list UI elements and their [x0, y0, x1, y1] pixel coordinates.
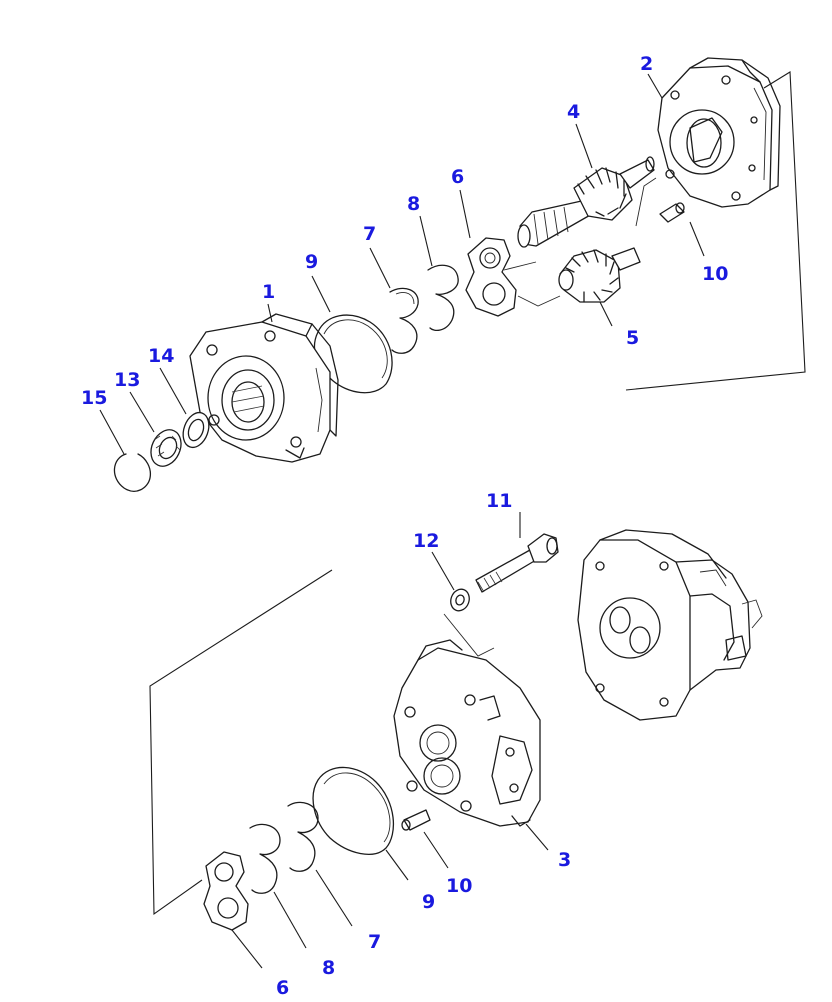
label-part-2: 2 — [640, 53, 653, 75]
label-part-8-upper: 8 — [407, 193, 420, 215]
part-8-backup-ring-lower — [249, 823, 281, 894]
label-part-6-lower: 6 — [276, 977, 289, 999]
label-part-8-lower: 8 — [322, 957, 335, 979]
part-9-o-ring-lower — [312, 766, 395, 855]
part-11-bolt — [475, 533, 559, 593]
label-part-9-upper: 9 — [305, 251, 318, 273]
lower-connector-lines — [443, 613, 495, 657]
part-6-wear-plate-lower — [203, 851, 249, 931]
lower-leader-lines — [231, 512, 549, 969]
label-part-5: 5 — [626, 327, 639, 349]
part-3-gear-housing — [393, 639, 541, 827]
upper-connector-lines — [503, 177, 657, 307]
part-14-washer — [182, 411, 210, 449]
upper-assembly-guide-lines — [625, 71, 806, 391]
assembled-pump-view — [577, 529, 763, 721]
upper-leader-lines — [99, 73, 705, 455]
part-13-oil-seal — [150, 429, 182, 467]
part-7-seal-lower — [287, 801, 319, 872]
part-8-backup-ring-upper — [427, 264, 459, 332]
part-15-snap-ring — [113, 453, 152, 492]
part-6-wear-plate-upper — [465, 237, 517, 317]
label-part-14: 14 — [148, 345, 174, 367]
part-2-rear-cover — [657, 57, 781, 208]
part-4-drive-shaft — [517, 156, 655, 248]
part-5-driven-gear — [558, 247, 641, 303]
label-part-9-lower: 9 — [422, 891, 435, 913]
label-part-4: 4 — [567, 101, 580, 123]
label-part-1: 1 — [262, 281, 275, 303]
label-part-10-upper: 10 — [702, 263, 728, 285]
lower-assembly-guide-lines — [149, 569, 333, 916]
label-part-15: 15 — [81, 387, 107, 409]
part-1-front-cover — [189, 313, 339, 463]
label-part-6-upper: 6 — [451, 166, 464, 188]
label-part-13: 13 — [114, 369, 140, 391]
label-part-3: 3 — [558, 849, 571, 871]
part-number-labels: 1 2 3 4 5 6 6 7 7 8 8 9 9 10 10 11 12 13… — [81, 53, 728, 999]
label-part-7-upper: 7 — [363, 223, 376, 245]
label-part-12: 12 — [413, 530, 439, 552]
label-part-7-lower: 7 — [368, 931, 381, 953]
part-7-seal-upper — [389, 287, 419, 354]
part-10-dowel-pin-upper — [659, 202, 685, 223]
label-part-11: 11 — [486, 490, 512, 512]
label-part-10-lower: 10 — [446, 875, 472, 897]
part-10-dowel-pin-lower — [401, 809, 431, 831]
part-12-washer — [450, 588, 470, 612]
